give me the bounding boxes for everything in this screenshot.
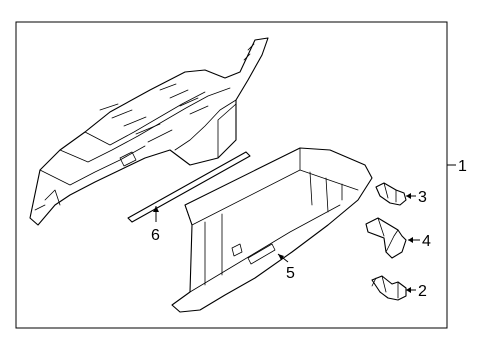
callout-5: 5 [286, 265, 295, 282]
damper-rod-part [127, 151, 251, 223]
bumper-part [375, 182, 407, 206]
callout-2: 2 [418, 283, 427, 300]
callout-3: 3 [418, 189, 427, 206]
callout-6: 6 [151, 227, 160, 244]
clip-part [371, 275, 407, 301]
leader-lines [153, 193, 420, 293]
callout-4: 4 [422, 233, 431, 250]
callout-labels: 1 2 3 4 5 6 [151, 158, 467, 300]
latch-part [365, 217, 407, 259]
callout-1: 1 [458, 158, 467, 175]
glove-box-part [171, 147, 373, 313]
upper-housing-part [29, 37, 269, 226]
assembly-frame [15, 21, 456, 329]
